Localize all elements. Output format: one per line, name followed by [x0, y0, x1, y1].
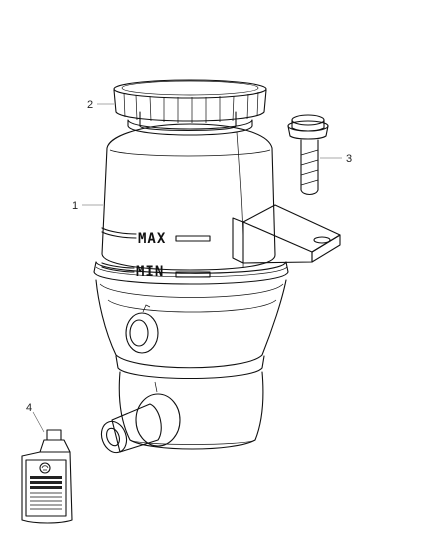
- cap: [113, 79, 267, 136]
- callout-1: 1: [72, 200, 78, 212]
- reservoir: MAX MIN: [93, 123, 341, 454]
- side-port: [125, 304, 159, 354]
- mounting-bracket: [232, 204, 341, 264]
- bolt: [287, 114, 329, 196]
- max-level-mark: MAX: [101, 227, 211, 247]
- callout-3: 3: [346, 153, 352, 165]
- callout-4: 4: [26, 402, 32, 414]
- min-level-mark: MIN: [101, 262, 211, 280]
- leader-4: [32, 411, 45, 433]
- mopar-logo-icon: [39, 462, 51, 474]
- max-label: MAX: [138, 231, 166, 247]
- min-label: MIN: [136, 264, 164, 280]
- fluid-bottle: [21, 429, 73, 524]
- callout-2: 2: [87, 99, 93, 111]
- outlet-nipple: [100, 381, 181, 454]
